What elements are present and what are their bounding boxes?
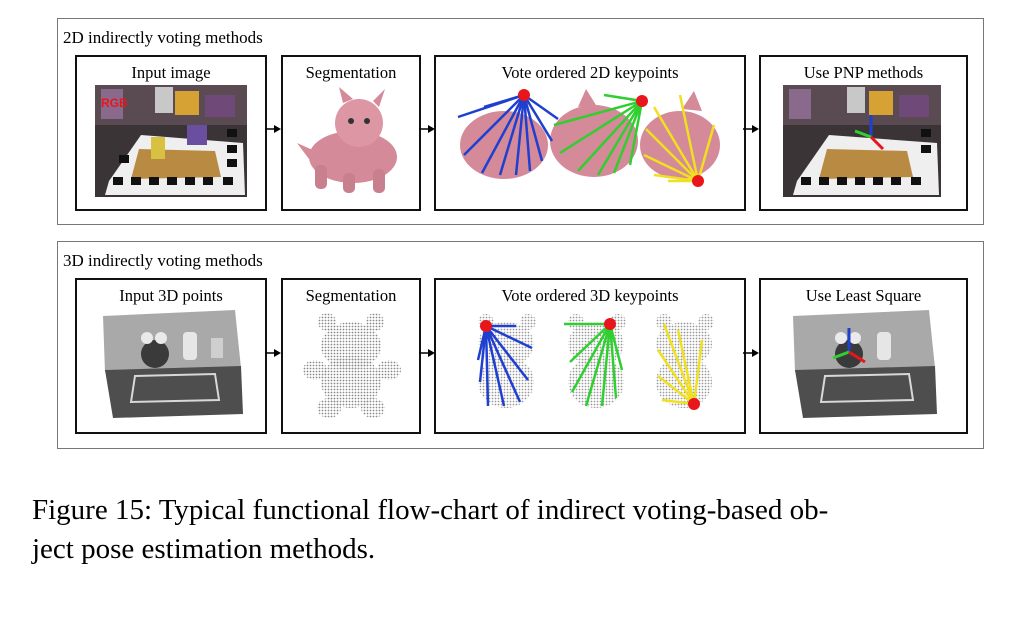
box-label: Segmentation <box>305 63 397 82</box>
box-input-3d-points: Input 3D points <box>75 278 267 434</box>
keypoint-marker <box>692 175 704 187</box>
rgb-scene-image: RGB <box>95 85 247 197</box>
box-vote-2d-keypoints: Vote ordered 2D keypoints <box>434 55 746 211</box>
caption-line: Figure 15: Typical functional flow-chart… <box>32 494 829 526</box>
point-cloud-scene-image <box>95 310 247 422</box>
box-vote-3d-keypoints: Vote ordered 3D keypoints <box>434 278 746 434</box>
keypoint-marker <box>518 89 530 101</box>
caption-line: ject pose estimation methods. <box>32 533 376 565</box>
keypoint-voting-3d-image <box>476 314 714 410</box>
segmented-point-cloud-image <box>303 313 401 418</box>
flow-arrow <box>419 125 435 133</box>
keypoint-voting-2d-image <box>457 89 720 187</box>
rgb-label: RGB <box>101 96 128 110</box>
pose-axes-icon <box>832 328 866 364</box>
segmented-cat-image <box>297 87 397 193</box>
box-use-pnp-methods: Use PNP methods <box>759 55 968 211</box>
box-label: Use PNP methods <box>803 63 924 82</box>
figure-caption: Figure 15: Typical functional flow-chart… <box>32 491 1007 569</box>
box-use-least-square: Use Least Square <box>759 278 968 434</box>
flow-arrow <box>743 349 759 357</box>
flow-arrow <box>265 349 281 357</box>
box-input-image: Input image RGB <box>75 55 267 211</box>
box-label: Segmentation <box>305 286 397 305</box>
panel-2d-title: 2D indirectly voting methods <box>63 28 263 47</box>
flow-arrow <box>265 125 281 133</box>
flow-arrow <box>743 125 759 133</box>
box-label: Input image <box>131 63 211 82</box>
pose-result-3d-image <box>785 310 941 422</box>
keypoint-marker <box>636 95 648 107</box>
flow-arrow <box>419 349 435 357</box>
panel-3d-title: 3D indirectly voting methods <box>63 251 263 270</box>
keypoint-marker <box>688 398 700 410</box>
keypoint-marker <box>480 320 492 332</box>
pose-result-2d-image <box>783 85 941 197</box>
box-label: Input 3D points <box>119 286 223 305</box>
keypoint-marker <box>604 318 616 330</box>
pose-axes-icon <box>854 115 885 151</box>
box-segmentation-3d: Segmentation <box>281 278 421 434</box>
box-label: Vote ordered 2D keypoints <box>501 63 679 82</box>
box-label: Use Least Square <box>805 286 922 305</box>
box-label: Vote ordered 3D keypoints <box>501 286 679 305</box>
box-segmentation-2d: Segmentation <box>281 55 421 211</box>
